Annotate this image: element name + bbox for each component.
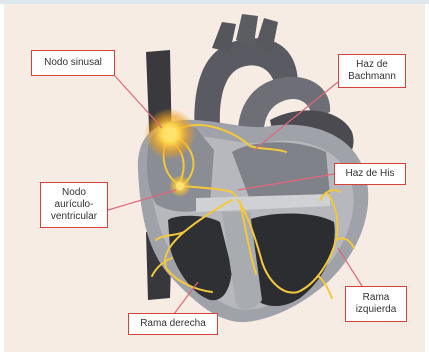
sa-node xyxy=(163,127,177,141)
av-node xyxy=(176,182,184,190)
label-his-bundle: Haz de His xyxy=(334,163,406,185)
label-left-bundle-branch: Rama izquierda xyxy=(345,286,407,322)
label-right-bundle-branch: Rama derecha xyxy=(128,313,218,335)
label-sa-node: Nodo sinusal xyxy=(31,50,115,76)
label-bachmann-bundle: Haz de Bachmann xyxy=(338,54,406,88)
label-av-node: Nodo aurículo- ventricular xyxy=(40,182,108,228)
